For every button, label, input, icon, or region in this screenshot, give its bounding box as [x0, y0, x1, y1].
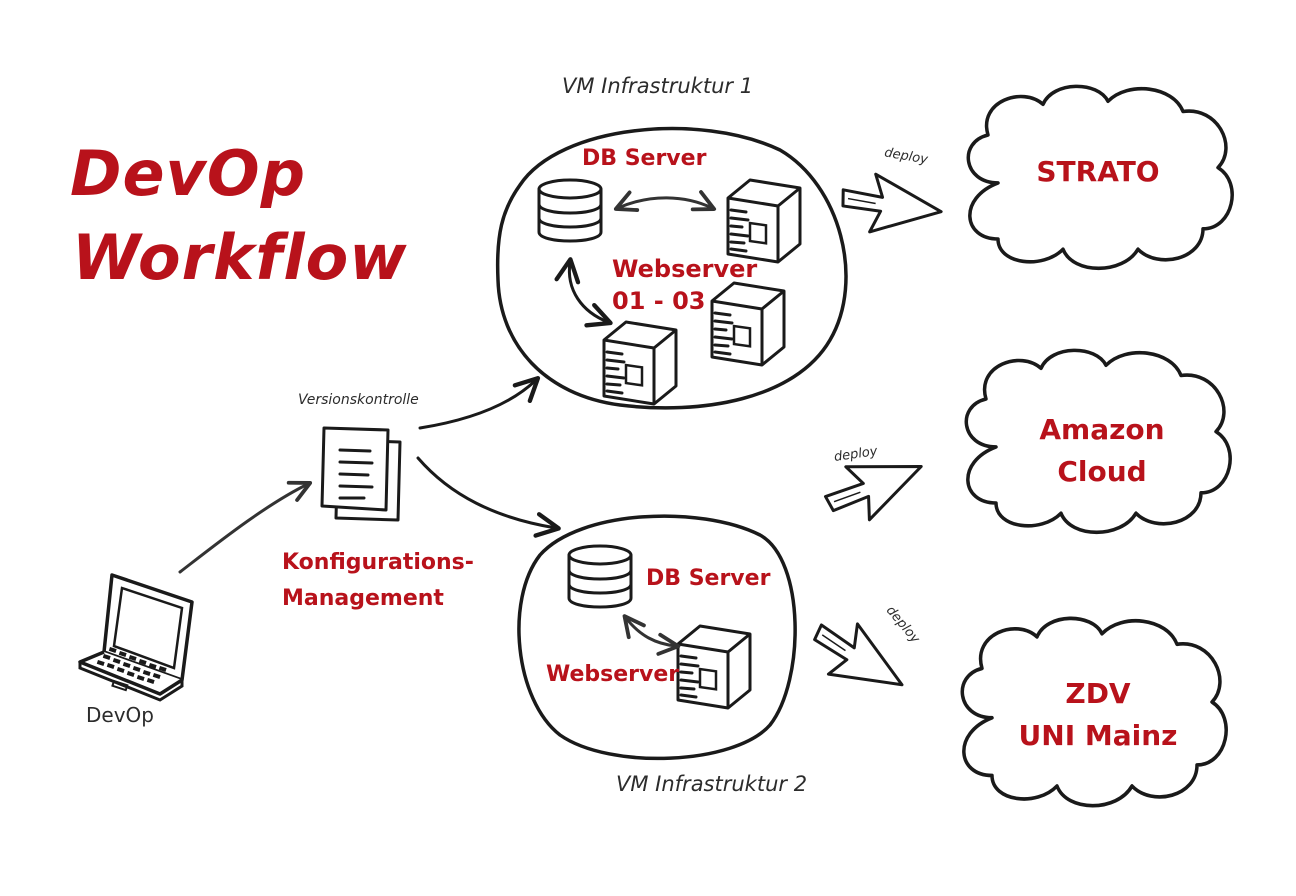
infra1-label: VM Infrastruktur 1 [562, 74, 754, 98]
infra1-web-label-2: 01 - 03 [612, 287, 706, 315]
title-line-1: DevOp [70, 137, 307, 210]
infra1-server-icon-2 [710, 281, 786, 367]
devop-label: DevOp [86, 703, 154, 727]
arrow-vcs-to-infra1 [418, 375, 541, 430]
infra1-circle [495, 126, 848, 410]
document-stack-icon [320, 426, 402, 522]
infra1-db-icon [537, 178, 603, 243]
infra2-server-icon [676, 624, 752, 710]
infra1-server-icon-3 [602, 320, 678, 406]
infra1-db-web-link-2 [554, 257, 613, 328]
infra1-db-web-link [613, 190, 717, 212]
deploy-arrow-strato [836, 168, 947, 243]
laptop-icon [78, 573, 194, 702]
infra2-db-label: DB Server [646, 566, 771, 591]
infra1-web-label-1: Webserver [612, 255, 758, 283]
infra2-db-icon [567, 544, 633, 609]
versionskontrolle-label: Versionskontrolle [298, 392, 419, 408]
cloud-amazon-label-1: Amazon [1039, 413, 1165, 446]
cloud-zdv-label-1: ZDV [1065, 677, 1131, 710]
infra2-db-web-link [622, 614, 681, 656]
infra1-server-icon-1 [726, 178, 802, 264]
infra2-circle [517, 514, 797, 761]
cloud-zdv-label-2: UNI Mainz [1018, 719, 1178, 752]
infra2-web-label: Webserver [546, 662, 680, 687]
cloud-amazon-label-2: Cloud [1057, 455, 1147, 488]
infra2-label: VM Infrastruktur 2 [616, 772, 808, 796]
arrow-vcs-to-infra2 [416, 456, 561, 538]
konfiguration-line-1: Konfigurations- [282, 550, 474, 575]
arrow-devop-to-vcs [178, 480, 313, 574]
title-line-2: Workflow [72, 221, 408, 294]
infra1-db-label: DB Server [582, 146, 707, 171]
cloud-zdv [960, 616, 1229, 808]
cloud-strato-label: STRATO [1036, 155, 1160, 188]
konfiguration-line-2: Management [282, 586, 444, 611]
